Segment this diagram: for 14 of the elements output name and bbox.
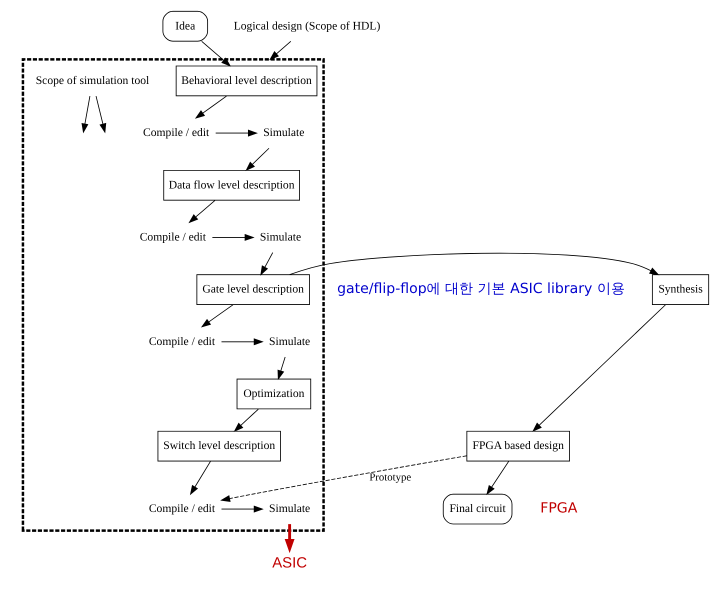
node-text: Scope of simulation tool (36, 74, 150, 87)
edge-label: Prototype (369, 471, 412, 484)
node-text: Simulate (260, 230, 302, 244)
node-text: Simulate (269, 334, 310, 348)
label: gate/flip-flop에 대한 기본 ASIC library 이용 (337, 281, 625, 298)
node-text: Compile / edit (143, 126, 210, 140)
node-text: Compile / edit (140, 230, 206, 244)
node-text: Simulate (263, 126, 304, 140)
node-text: Compile / edit (148, 334, 216, 348)
node-text: Compile / edit (148, 502, 216, 516)
node-text: Simulate (269, 502, 310, 516)
node-text: ASIC (272, 555, 307, 572)
node-text: Logical design (Scope of HDL) (234, 19, 380, 32)
label: FPGA (540, 500, 578, 516)
